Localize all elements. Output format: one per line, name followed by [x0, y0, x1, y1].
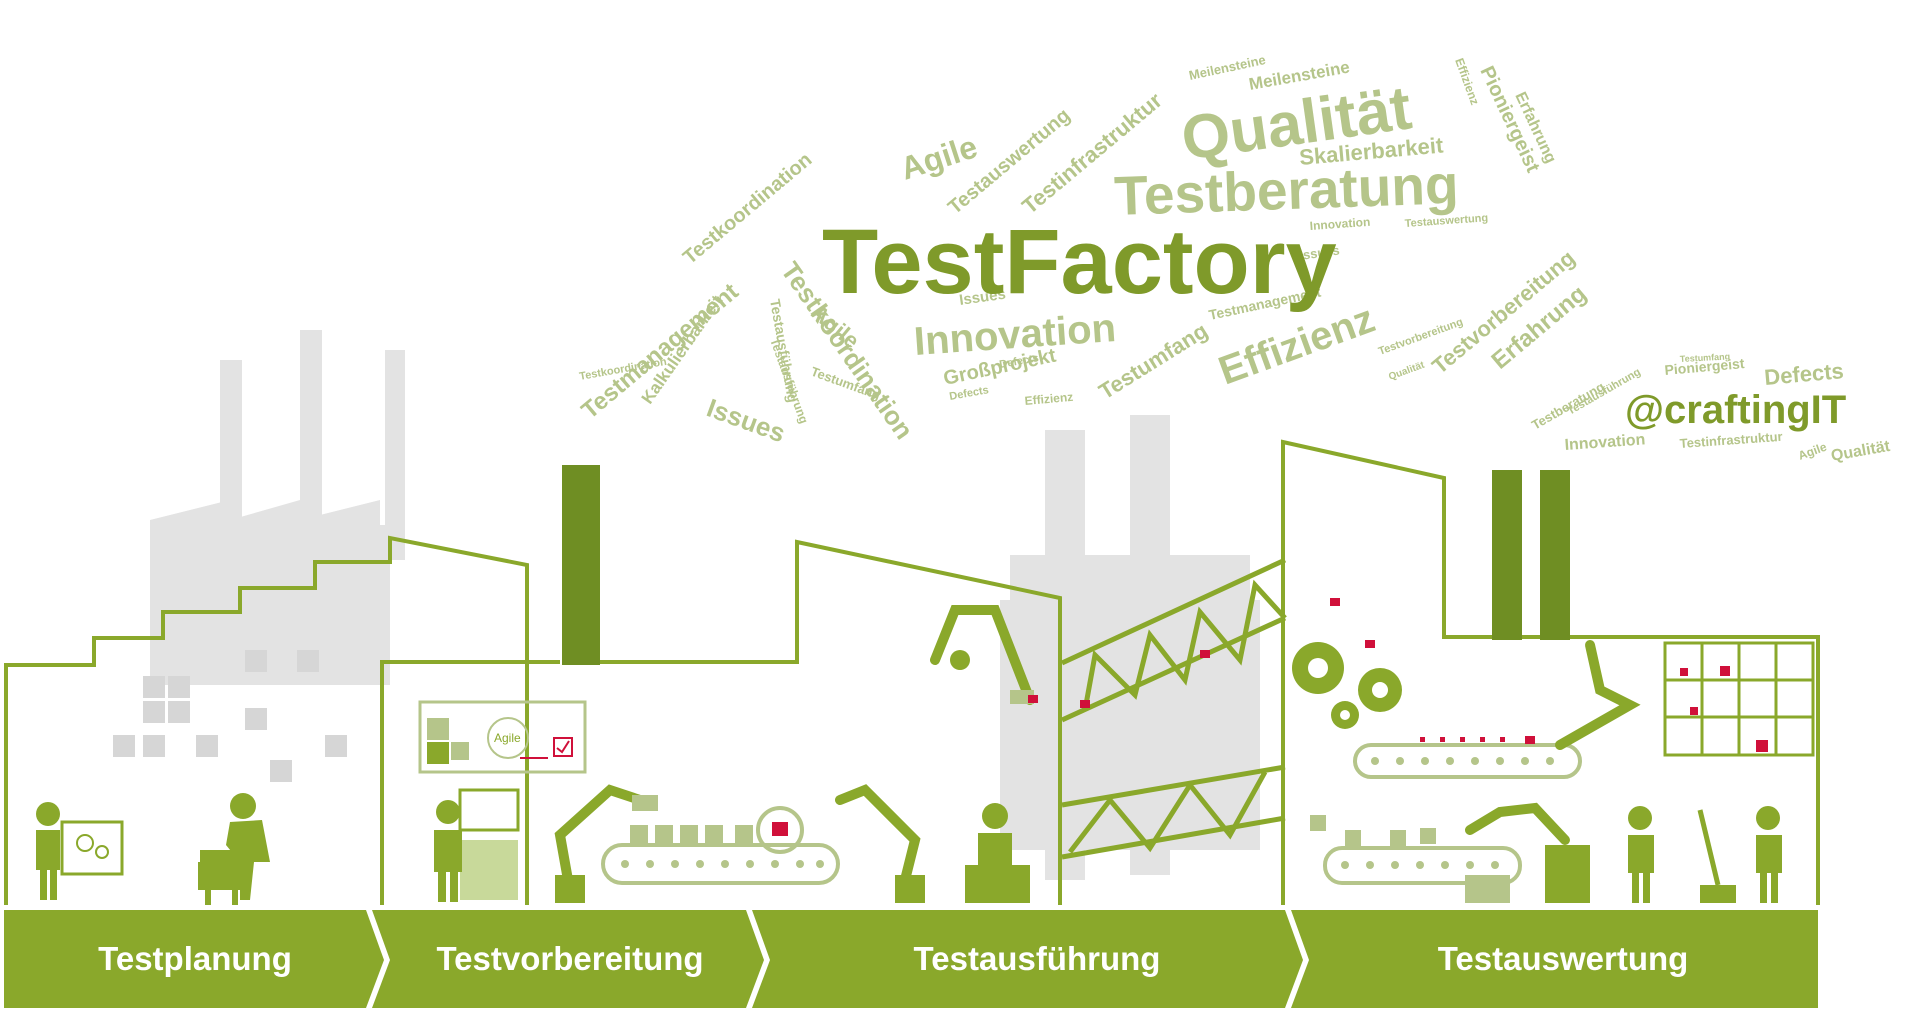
lower-conveyor	[1310, 815, 1522, 885]
conveyor-belt	[601, 806, 840, 885]
conveyor-truss-upper	[1060, 557, 1287, 723]
shelf-items	[1680, 666, 1768, 752]
phase-arrow-1	[4, 910, 384, 1008]
computer-workstation	[434, 788, 520, 902]
cloud-word: Issues	[703, 392, 789, 448]
cloud-word: Issues	[1298, 242, 1340, 262]
phase-arrow-4	[1291, 910, 1818, 1008]
cloud-word: Issues	[958, 286, 1007, 309]
chimneys	[562, 465, 1570, 665]
inspector-figure	[965, 803, 1030, 903]
worker-figure	[198, 793, 270, 905]
cloud2-word: Agile	[1796, 440, 1829, 463]
gray-windows	[113, 650, 347, 782]
cloud2-word: Testinfrastruktur	[1679, 429, 1783, 451]
cloud2-word: Pioniergeist	[1664, 355, 1746, 378]
factory-outlines	[4, 439, 1820, 905]
cloud-word: Qualität	[1387, 360, 1426, 383]
robot-bases	[555, 650, 1034, 903]
phase-bar: Testplanung Testvorbereitung Testausführ…	[4, 910, 1818, 1008]
cloud-title: TestFactory	[822, 211, 1337, 313]
cloud-word: Innovation	[1309, 215, 1371, 233]
gears	[1292, 642, 1402, 729]
cloud2-word: Defects	[1763, 358, 1844, 390]
phase-label: Testausführung	[914, 940, 1161, 977]
cloud-word: Agile	[896, 128, 982, 186]
cloud-word: Testkoordination	[679, 149, 816, 269]
agile-label: Agile	[494, 731, 521, 745]
agile-board: Agile	[418, 700, 587, 774]
upper-conveyor	[1353, 736, 1582, 779]
conveyor-truss-lower	[1061, 764, 1286, 860]
cloud-handle: @craftingIT	[1625, 388, 1846, 432]
robot-arm	[554, 605, 1035, 885]
shelf-grid	[1663, 641, 1815, 757]
word-cloud: Qualität Testberatung Innovation Effizie…	[577, 52, 1592, 448]
bug-icons	[1028, 598, 1375, 708]
cloud-word: Testauswertung	[1404, 212, 1488, 230]
cloud-word: Effizienz	[1024, 390, 1074, 408]
phase-label: Testauswertung	[1438, 940, 1689, 977]
cloud2-word: Innovation	[1564, 431, 1646, 454]
cloud2-word: Testumfang	[1680, 351, 1731, 364]
planner-figure	[36, 802, 124, 900]
analyst-figures	[1628, 806, 1782, 903]
robot-arm-2	[1465, 640, 1641, 845]
phase-label: Testvorbereitung	[436, 940, 703, 977]
cloud-word: Testberatung	[1113, 153, 1459, 227]
phase-label: Testplanung	[98, 940, 292, 977]
word-cloud-right: Defects Pioniergeist Testumfang Testbera…	[1529, 351, 1892, 465]
phase-arrow-2	[372, 910, 764, 1008]
robot-machine	[1465, 845, 1590, 903]
phase-arrow-3	[752, 910, 1303, 1008]
cloud-word: Effizienz	[1452, 56, 1482, 107]
cloud2-word: Qualität	[1830, 438, 1892, 465]
